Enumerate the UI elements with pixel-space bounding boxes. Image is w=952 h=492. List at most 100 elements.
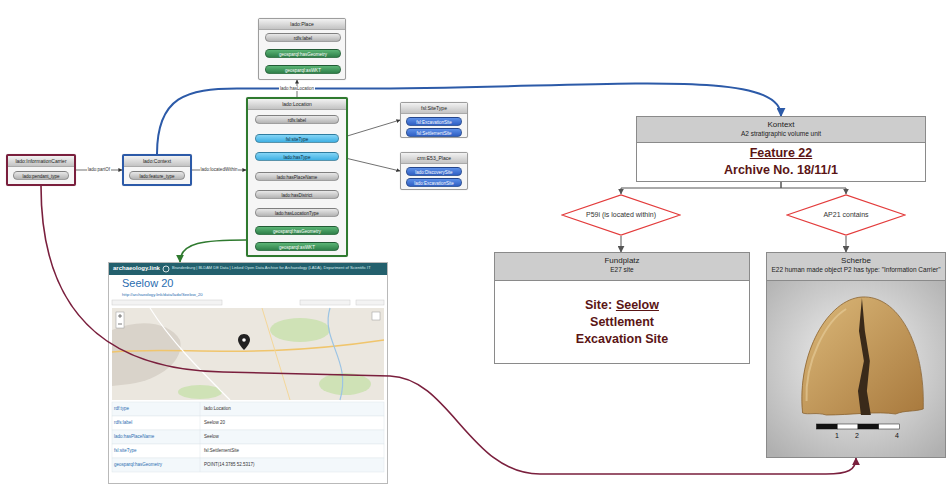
table-row [112, 402, 384, 416]
entity-value: Site: [585, 298, 612, 312]
property-pill: lado:hasDistrict [255, 190, 339, 199]
property-pill: geosparql:asWKT [265, 65, 341, 74]
diamond-shape [562, 195, 680, 235]
property-pill: lado:hasLocationType [255, 208, 339, 217]
property-name: lado:DiscoverySite [415, 170, 452, 175]
class-name: lado:Context [143, 158, 171, 164]
entity-class: A2 stratigraphic volume unit [641, 130, 921, 138]
scale-bar [837, 424, 858, 429]
entity-name: Fundplatz [499, 256, 745, 266]
page-text: Seelow 20 [122, 277, 173, 290]
class-name: crm:E53_Place [417, 155, 451, 161]
entity-body: Site:SeelowSettlementExcavation Site [495, 281, 749, 363]
scale-bar [879, 424, 900, 429]
box-header: lado:Context [124, 156, 190, 167]
relation-diamond: P59i (is located within) [561, 194, 681, 236]
web-screenshot: archaeology.linkBrandenburg | BLDAM DE D… [108, 262, 388, 484]
class-box: lado:Locationrdfs:labelfsl:siteTypelado:… [246, 97, 348, 257]
entity-value: Archive No. 18/11/1 [724, 163, 838, 177]
property-name: lado:hasLocationType [275, 211, 319, 216]
diamond-shape [787, 195, 905, 235]
map-ground [112, 308, 384, 400]
entity-body: Feature 22 Archive No. 18/11/1 [637, 143, 925, 181]
relation-name: AP21 contains [807, 211, 884, 220]
class-name: lado:InformationCarrier [15, 158, 66, 164]
table-cell: fsl:SettlementSite [204, 448, 239, 454]
class-box: lado:Placerdfs:labelgeosparql:hasGeometr… [258, 18, 346, 80]
property-name: lado:hasPlaceName [277, 175, 317, 180]
entity-header: KontextA2 stratigraphic volume unit [637, 117, 925, 143]
table-cell: lado:hasPlaceName [114, 434, 154, 440]
connector [339, 120, 400, 139]
value-line: Excavation Site [576, 331, 668, 348]
property-pill: lado:hasType [255, 152, 339, 161]
map-pin [238, 334, 250, 350]
table-cell: Seelow [204, 434, 219, 440]
class-box: lado:InformationCarrierlado:pendant_type [6, 154, 76, 186]
select-bar [356, 300, 384, 305]
entity-body: 124 [767, 281, 945, 457]
table-cell: rdf:type [114, 406, 129, 412]
value-line: Settlement [590, 314, 654, 331]
property-name: fsl:ExcavationSite [416, 120, 452, 125]
property-name: geosparql:hasGeometry [273, 229, 321, 234]
property-pill: fsl:SettlementSite [406, 128, 462, 137]
sherd-highlight [806, 309, 846, 401]
box-header: crm:E53_Place [401, 153, 467, 164]
class-box: lado:Context lado:feature_type [122, 154, 192, 186]
zoom-control [116, 312, 124, 328]
table-row [112, 430, 384, 444]
connector [41, 186, 856, 474]
entity-box: KontextA2 stratigraphic volume unitFeatu… [636, 116, 926, 182]
map-forest [178, 385, 222, 399]
entity-header: FundplatzE27 site [495, 253, 749, 281]
connector [621, 182, 781, 194]
property-name: lado:feature_type [140, 174, 175, 179]
table-row [112, 458, 384, 472]
property-pill: lado:feature_type [129, 171, 185, 180]
page-text: http://archaeology.link/data/lado/Seelow… [122, 292, 203, 297]
sherd-crack [858, 298, 871, 415]
entity-header: ScherbeE22 human made object P2 has type… [767, 253, 945, 281]
connector [339, 157, 400, 172]
map-forest [319, 373, 371, 395]
value-line: Site:Seelow [585, 297, 659, 314]
map-road [262, 308, 290, 400]
entity-box: FundplatzE27 siteSite:SeelowSettlementEx… [494, 252, 750, 364]
entity-value: Feature 22 [750, 146, 813, 160]
class-name: fsl:SiteType [421, 105, 447, 111]
property-pill: lado:hasPlaceName [255, 172, 339, 181]
select-bar [300, 300, 350, 305]
property-name: rdfs:label [288, 118, 306, 123]
site-logo [163, 266, 169, 272]
property-pill: lado:ExcavationSite [406, 178, 462, 187]
property-name: lado:ExcavationSite [414, 181, 454, 186]
sherd [802, 297, 923, 415]
class-name: lado:Place [290, 21, 313, 27]
table-cell: fsl:siteType [114, 448, 137, 454]
property-pill: geosparql:hasGeometry [265, 49, 341, 58]
property-name: lado:hasDistrict [282, 193, 313, 198]
entity-class: E22 human made object P2 has type: "Info… [771, 266, 941, 274]
entity-name: Scherbe [771, 256, 941, 266]
value-line: Feature 22 [750, 145, 813, 162]
entity-value: Excavation Site [576, 332, 668, 346]
property-name: geosparql:hasGeometry [279, 52, 327, 57]
relation-diamond: AP21 contains [786, 194, 906, 236]
scale-bar [858, 424, 879, 429]
map-river [328, 308, 343, 400]
table-cell: geosparql:hasGeometry [114, 462, 162, 468]
entity-name: Kontext [641, 120, 921, 130]
table-row [112, 444, 384, 458]
edge-label: lado:locatedWithin [200, 167, 239, 173]
scale-number: 1 [835, 431, 839, 440]
scale-bar [816, 424, 837, 429]
zoom-symbol [118, 314, 122, 324]
page-text: archaeology.link [113, 265, 160, 272]
class-name: lado:Location [282, 101, 312, 107]
site-header-bar [109, 263, 387, 275]
table-divider [200, 402, 201, 472]
class-box: fsl:SiteType fsl:ExcavationSite fsl:Settle… [400, 102, 468, 138]
property-pill: rdfs:label [255, 115, 339, 124]
